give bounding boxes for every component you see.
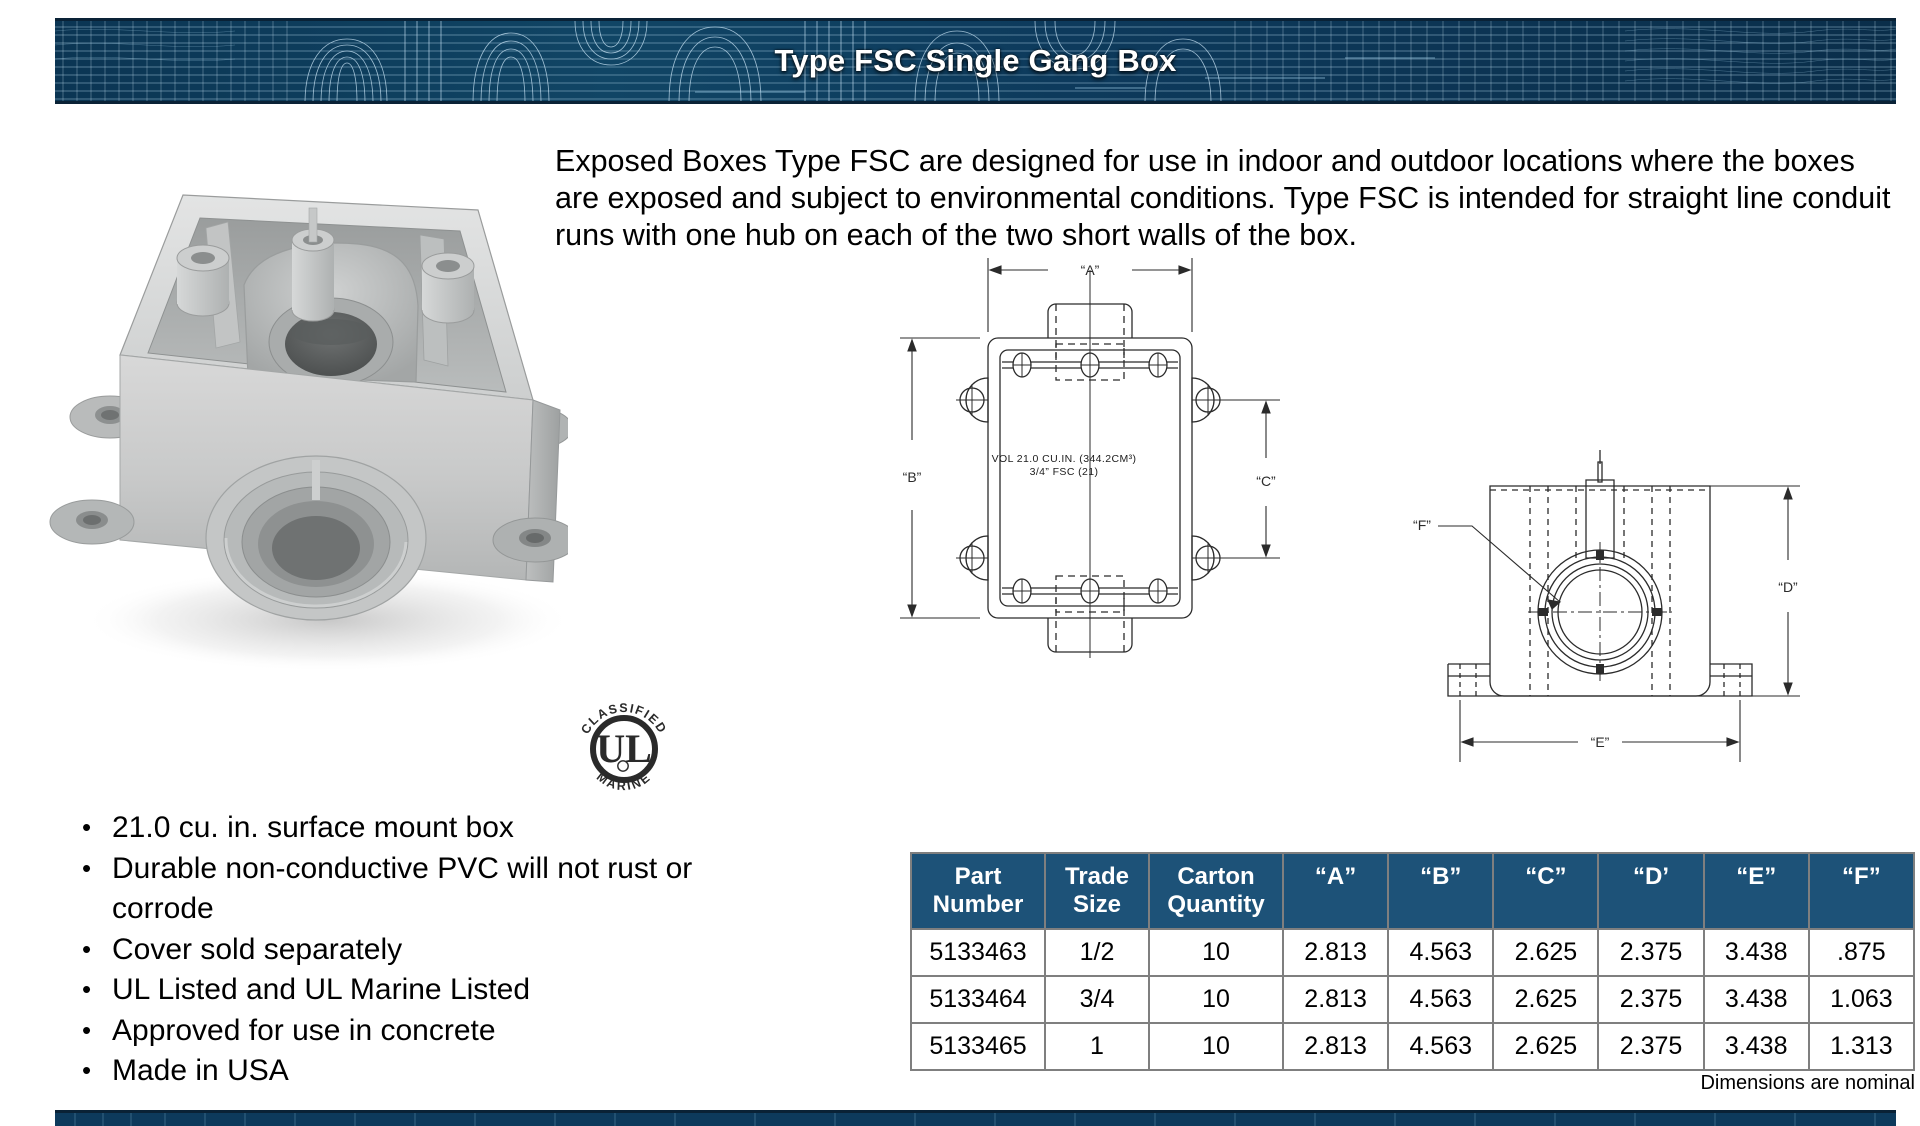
ul-classified-marine-logo: UL CLASSIFIED MARINE: [568, 692, 680, 804]
product-photo-image: [49, 194, 578, 672]
svg-text:UL: UL: [596, 726, 652, 771]
cell-trade-size: 3/4: [1046, 977, 1148, 1022]
feature-item: Durable non-conductive PVC will not rust…: [70, 848, 800, 930]
col-header-a: “A”: [1284, 854, 1388, 928]
table-header-row: Part Number Trade Size Carton Quantity “…: [912, 854, 1913, 928]
feature-list: 21.0 cu. in. surface mount box Durable n…: [70, 807, 800, 1092]
col-header-line: “D’: [1633, 863, 1670, 890]
feature-item: Made in USA: [70, 1050, 800, 1092]
cell-dim-e: 3.438: [1704, 1024, 1808, 1069]
intro-paragraph: Exposed Boxes Type FSC are designed for …: [555, 143, 1891, 252]
col-header-e: “E”: [1704, 854, 1808, 928]
col-header-line: Size: [1072, 891, 1122, 918]
table-row: 5133465 1 10 2.813 4.563 2.625 2.375 3.4…: [912, 1024, 1913, 1069]
feature-item: UL Listed and UL Marine Listed: [70, 969, 800, 1011]
col-header-c: “C”: [1494, 854, 1598, 928]
cell-dim-f: 1.063: [1809, 977, 1913, 1022]
spec-table: Part Number Trade Size Carton Quantity “…: [910, 852, 1915, 1071]
dim-label-a: “A”: [1081, 262, 1100, 278]
table-row: 5133464 3/4 10 2.813 4.563 2.625 2.375 3…: [912, 977, 1913, 1022]
cell-dim-e: 3.438: [1704, 977, 1808, 1022]
side-view-svg: “F” “E” “D”: [1413, 450, 1800, 762]
top-view-svg: “A” “B” “C” VOL 21.0 CU.IN. (344.2CM³) 3…: [900, 258, 1280, 658]
dim-label-d: “D”: [1778, 579, 1798, 595]
cell-dim-c: 2.625: [1494, 930, 1598, 975]
feature-item: Cover sold separately: [70, 929, 800, 971]
col-header-b: “B”: [1389, 854, 1493, 928]
table-row: 5133463 1/2 10 2.813 4.563 2.625 2.375 3…: [912, 930, 1913, 975]
bottom-bar-graphic: [55, 1113, 1896, 1126]
cell-trade-size: 1: [1046, 1024, 1148, 1069]
cell-part-number: 5133464: [912, 977, 1044, 1022]
cell-dim-f: .875: [1809, 930, 1913, 975]
feature-item: 21.0 cu. in. surface mount box: [70, 807, 800, 849]
page-title: Type FSC Single Gang Box: [774, 43, 1177, 78]
col-header-part-number: Part Number: [912, 854, 1044, 928]
cell-dim-d: 2.375: [1599, 977, 1703, 1022]
engineering-drawing-top-view: “A” “B” “C” VOL 21.0 CU.IN. (344.2CM³) 3…: [880, 240, 1300, 660]
col-header-f: “F”: [1809, 854, 1913, 928]
cell-dim-e: 3.438: [1704, 930, 1808, 975]
cell-carton-quantity: 10: [1150, 930, 1282, 975]
cell-dim-c: 2.625: [1494, 977, 1598, 1022]
dim-label-f: “F”: [1413, 517, 1431, 533]
col-header-line: “F”: [1842, 863, 1881, 890]
cell-dim-f: 1.313: [1809, 1024, 1913, 1069]
blueprint-wireframe-graphic: [55, 21, 1896, 101]
product-photo: [48, 110, 578, 672]
spec-table-container: Part Number Trade Size Carton Quantity “…: [910, 852, 1915, 1071]
dim-label-b: “B”: [903, 469, 922, 485]
col-header-d: “D’: [1599, 854, 1703, 928]
col-header-carton-quantity: Carton Quantity: [1150, 854, 1282, 928]
col-header-line: Trade: [1064, 863, 1130, 890]
dim-label-e: “E”: [1591, 734, 1610, 750]
cell-dim-a: 2.813: [1284, 930, 1388, 975]
cell-dim-d: 2.375: [1599, 1024, 1703, 1069]
col-header-line: “E”: [1736, 863, 1777, 890]
ul-logo-icon: UL CLASSIFIED MARINE: [578, 701, 668, 794]
col-header-line: “C”: [1525, 863, 1567, 890]
svg-text:MARINE: MARINE: [594, 770, 654, 794]
cell-part-number: 5133463: [912, 930, 1044, 975]
cell-dim-c: 2.625: [1494, 1024, 1598, 1069]
cell-part-number: 5133465: [912, 1024, 1044, 1069]
table-footnote: Dimensions are nominal: [1700, 1072, 1915, 1094]
col-header-line: “B”: [1420, 863, 1462, 890]
col-header-line: Quantity: [1167, 891, 1265, 918]
dim-label-c: “C”: [1256, 473, 1276, 489]
cell-carton-quantity: 10: [1150, 977, 1282, 1022]
engineering-drawing-side-view: “F” “E” “D”: [1390, 450, 1810, 770]
col-header-line: Part: [954, 863, 1002, 890]
feature-item: Approved for use in concrete: [70, 1010, 800, 1052]
cell-dim-b: 4.563: [1389, 1024, 1493, 1069]
cell-dim-b: 4.563: [1389, 930, 1493, 975]
col-header-line: Number: [932, 891, 1024, 918]
header-banner: Type FSC Single Gang Box: [55, 18, 1896, 104]
col-header-line: “A”: [1314, 863, 1357, 890]
col-header-trade-size: Trade Size: [1046, 854, 1148, 928]
bottom-bar: [55, 1110, 1896, 1126]
cell-dim-a: 2.813: [1284, 977, 1388, 1022]
cell-trade-size: 1/2: [1046, 930, 1148, 975]
cell-dim-d: 2.375: [1599, 930, 1703, 975]
cell-dim-a: 2.813: [1284, 1024, 1388, 1069]
col-header-line: Carton: [1177, 863, 1255, 890]
cell-dim-b: 4.563: [1389, 977, 1493, 1022]
drawing-annotation-volume: VOL 21.0 CU.IN. (344.2CM³): [992, 453, 1137, 465]
drawing-annotation-trade: 3/4” FSC (21): [1030, 466, 1099, 478]
cell-carton-quantity: 10: [1150, 1024, 1282, 1069]
